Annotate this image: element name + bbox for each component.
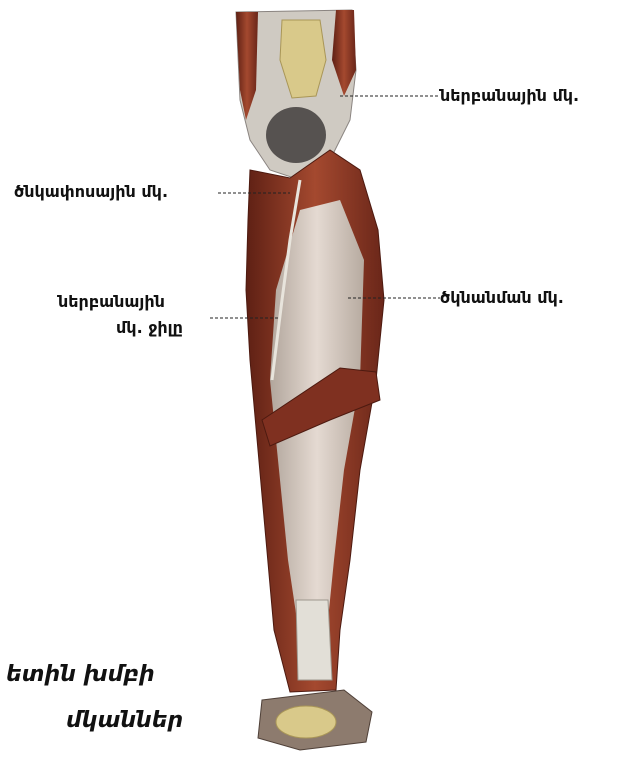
achilles-tendon [296, 600, 332, 680]
label-popliteus: ծնկափոսային մկ. [14, 182, 168, 202]
caption-line2: մկաններ [66, 706, 183, 736]
popliteal-fossa [266, 107, 326, 163]
label-gastrocnemius: ծկնանման մկ. [440, 288, 564, 308]
caption-line1: ետին խմբի [6, 660, 155, 690]
label-plantaris-tendon-line1: ներբանային [58, 292, 165, 312]
calcaneus-bone [276, 706, 336, 738]
label-plantaris-tendon-line2: մկ. ջիլը [116, 318, 183, 338]
label-medial-head: ներբանային մկ. [440, 86, 579, 106]
